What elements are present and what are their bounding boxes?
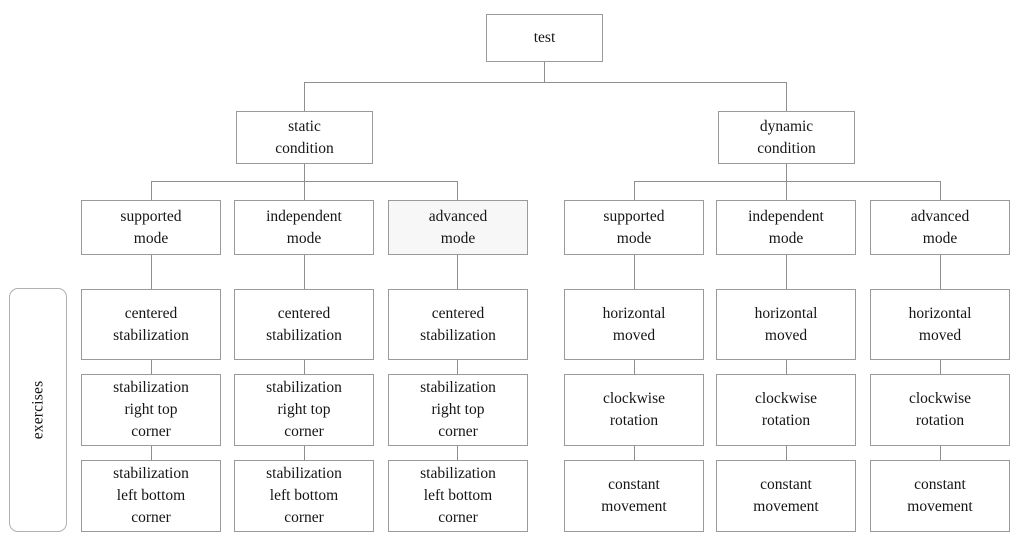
connector-root-stem [544, 62, 545, 82]
node-exercise-r3c6[interactable]: constant movement [870, 460, 1010, 532]
node-exercise-r3c1-label: stabilization left bottom corner [113, 465, 189, 526]
node-static-condition[interactable]: static condition [236, 111, 373, 164]
node-exercise-r2c6-label: clockwise rotation [909, 390, 971, 429]
connector-col3-row2-row3 [457, 446, 458, 460]
node-exercise-r2c1-label: stabilization right top corner [113, 379, 189, 440]
node-exercise-r1c1[interactable]: centered stabilization [81, 289, 221, 360]
connector-dynamic-stem [786, 164, 787, 182]
node-exercise-r3c4-label: constant movement [601, 476, 667, 515]
connector-col1-row1-row2 [151, 360, 152, 374]
exercises-side-label-text: exercises [29, 380, 47, 440]
connector-drop-static-advanced [457, 181, 458, 200]
connector-drop-static-supported [151, 181, 152, 200]
node-dynamic-advanced-mode-label: advanced mode [910, 207, 970, 247]
connector-col2-mode-row1 [304, 255, 305, 289]
node-dynamic-supported-mode-label: supported mode [603, 207, 665, 247]
node-exercise-r2c2-label: stabilization right top corner [266, 379, 342, 440]
node-exercise-r3c5[interactable]: constant movement [716, 460, 856, 532]
connector-col2-row2-row3 [304, 446, 305, 460]
node-dynamic-advanced-mode[interactable]: advanced mode [870, 200, 1010, 255]
node-static-advanced-mode-label: advanced mode [428, 207, 488, 247]
node-exercise-r1c3[interactable]: centered stabilization [388, 289, 528, 360]
node-exercise-r2c6[interactable]: clockwise rotation [870, 374, 1010, 446]
node-exercise-r1c4-label: horizontal moved [602, 304, 666, 344]
node-dynamic-independent-mode[interactable]: independent mode [716, 200, 856, 255]
connector-drop-dynamic [786, 82, 787, 111]
connector-drop-dynamic-supported [634, 181, 635, 200]
node-exercise-r1c1-label: centered stabilization [113, 304, 189, 344]
node-exercise-r3c5-label: constant movement [753, 476, 819, 515]
node-exercise-r1c5-label: horizontal moved [754, 304, 818, 344]
node-dynamic-condition[interactable]: dynamic condition [718, 111, 855, 164]
connector-col6-row1-row2 [940, 360, 941, 374]
node-exercise-r3c4[interactable]: constant movement [564, 460, 704, 532]
node-exercise-r2c4-label: clockwise rotation [603, 390, 665, 429]
node-root-test-label: test [533, 29, 556, 46]
node-exercise-r3c2-label: stabilization left bottom corner [266, 465, 342, 526]
connector-col3-mode-row1 [457, 255, 458, 289]
connector-col1-mode-row1 [151, 255, 152, 289]
node-static-supported-mode-label: supported mode [120, 207, 182, 247]
node-exercise-r2c5[interactable]: clockwise rotation [716, 374, 856, 446]
node-root-test[interactable]: test [486, 14, 603, 62]
node-exercise-r1c3-label: centered stabilization [420, 304, 496, 344]
node-exercise-r2c4[interactable]: clockwise rotation [564, 374, 704, 446]
connector-col4-mode-row1 [634, 255, 635, 289]
node-exercise-r1c6[interactable]: horizontal moved [870, 289, 1010, 360]
connector-col2-row1-row2 [304, 360, 305, 374]
node-exercise-r2c2[interactable]: stabilization right top corner [234, 374, 374, 446]
node-exercise-r3c3[interactable]: stabilization left bottom corner [388, 460, 528, 532]
node-exercise-r1c2-label: centered stabilization [266, 304, 342, 344]
node-static-independent-mode[interactable]: independent mode [234, 200, 374, 255]
connector-col6-mode-row1 [940, 255, 941, 289]
node-static-advanced-mode[interactable]: advanced mode [388, 200, 528, 255]
connector-col5-row2-row3 [786, 446, 787, 460]
connector-col4-row1-row2 [634, 360, 635, 374]
node-exercise-r1c6-label: horizontal moved [908, 304, 972, 344]
node-exercise-r3c6-label: constant movement [907, 476, 973, 515]
node-exercise-r2c3[interactable]: stabilization right top corner [388, 374, 528, 446]
node-dynamic-independent-mode-label: independent mode [748, 207, 824, 247]
connector-col5-mode-row1 [786, 255, 787, 289]
connector-col3-row1-row2 [457, 360, 458, 374]
node-exercise-r1c5[interactable]: horizontal moved [716, 289, 856, 360]
node-exercise-r1c2[interactable]: centered stabilization [234, 289, 374, 360]
node-exercise-r3c3-label: stabilization left bottom corner [420, 465, 496, 526]
node-static-independent-mode-label: independent mode [266, 207, 342, 247]
node-static-supported-mode[interactable]: supported mode [81, 200, 221, 255]
connector-drop-dynamic-independent [786, 181, 787, 200]
connector-dynamic-bus [634, 181, 941, 182]
node-static-condition-label: static condition [275, 117, 334, 157]
connector-root-bus [304, 82, 787, 83]
connector-col1-row2-row3 [151, 446, 152, 460]
connector-drop-static-independent [304, 181, 305, 200]
connector-static-stem [304, 164, 305, 182]
connector-col5-row1-row2 [786, 360, 787, 374]
connector-drop-static [304, 82, 305, 111]
connector-drop-dynamic-advanced [940, 181, 941, 200]
node-dynamic-condition-label: dynamic condition [757, 117, 816, 157]
node-exercise-r2c1[interactable]: stabilization right top corner [81, 374, 221, 446]
node-exercise-r3c2[interactable]: stabilization left bottom corner [234, 460, 374, 532]
node-dynamic-supported-mode[interactable]: supported mode [564, 200, 704, 255]
connector-col6-row2-row3 [940, 446, 941, 460]
node-exercise-r1c4[interactable]: horizontal moved [564, 289, 704, 360]
connector-col4-row2-row3 [634, 446, 635, 460]
node-exercise-r3c1[interactable]: stabilization left bottom corner [81, 460, 221, 532]
node-exercise-r2c3-label: stabilization right top corner [420, 379, 496, 440]
node-exercise-r2c5-label: clockwise rotation [755, 390, 817, 429]
exercises-side-label: exercises [9, 288, 67, 532]
